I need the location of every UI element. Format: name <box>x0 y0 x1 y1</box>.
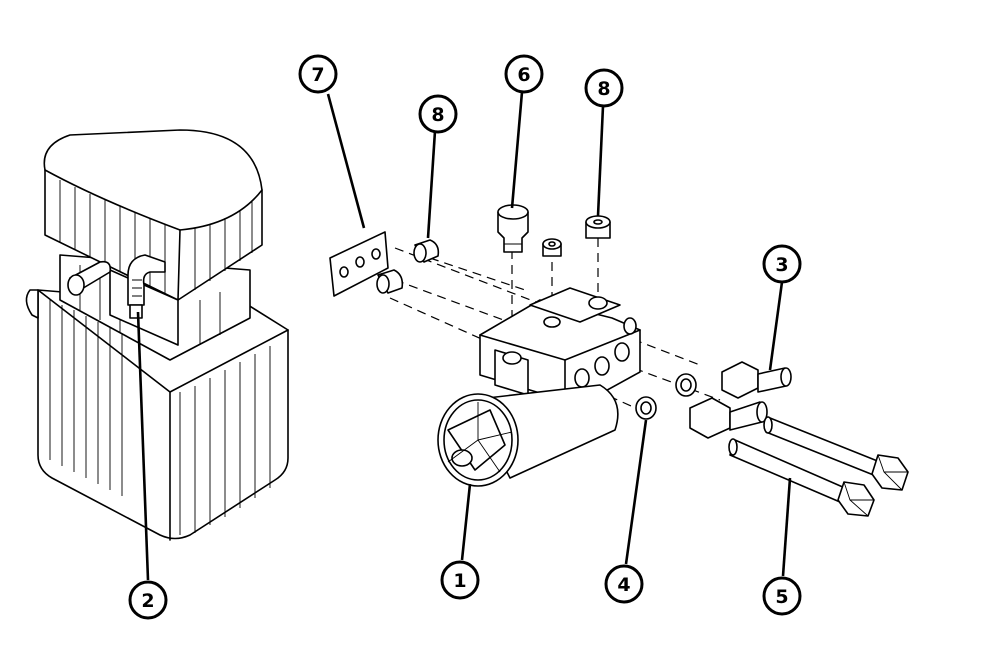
callout-6: 6 <box>504 54 544 94</box>
filter-cylinder <box>437 384 619 487</box>
hydraulic-reservoir <box>25 129 289 541</box>
callout-4: 4 <box>604 564 644 604</box>
gasket-plate <box>329 231 389 297</box>
callout-7: 7 <box>298 54 338 94</box>
valve-block <box>479 287 641 406</box>
seal-ring-middle <box>542 238 562 257</box>
seal-ring-lower <box>376 269 404 294</box>
callout-3: 3 <box>762 244 802 284</box>
svg-text:8: 8 <box>597 78 610 100</box>
svg-text:7: 7 <box>311 64 324 86</box>
bolt-upper <box>763 416 909 491</box>
callout-8-left: 8 <box>418 94 458 134</box>
fitting-lower <box>689 397 768 439</box>
bolt-lower <box>728 438 875 517</box>
seal-ring-right <box>585 215 611 239</box>
callout-8-right: 8 <box>584 68 624 108</box>
leader-lines <box>136 91 792 581</box>
callout-1: 1 <box>440 560 480 600</box>
svg-text:8: 8 <box>431 104 444 126</box>
svg-text:6: 6 <box>517 64 530 86</box>
callout-2: 2 <box>128 580 168 620</box>
washer-upper <box>675 373 697 397</box>
callout-5: 5 <box>762 576 802 616</box>
fitting-upper <box>721 361 792 399</box>
cap-plug <box>497 204 529 253</box>
svg-text:5: 5 <box>775 586 788 608</box>
svg-text:4: 4 <box>617 574 630 596</box>
seal-ring-left <box>413 239 440 263</box>
svg-text:2: 2 <box>141 590 154 612</box>
svg-text:3: 3 <box>775 254 788 276</box>
svg-text:1: 1 <box>453 570 466 592</box>
washer-lower <box>635 396 657 420</box>
